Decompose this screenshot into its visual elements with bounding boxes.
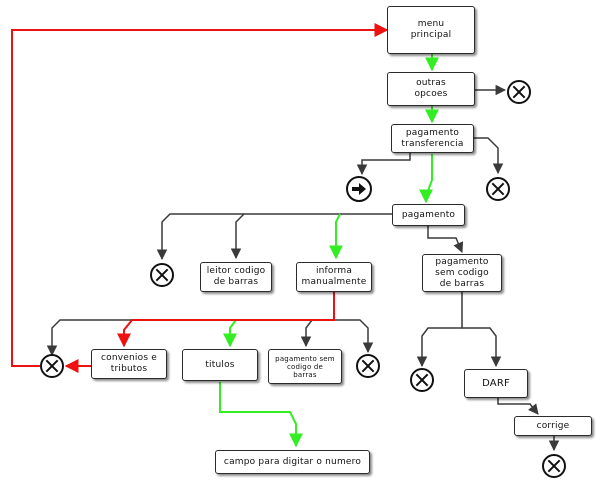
edge-transferencia-to-goto (356, 152, 411, 176)
circle-x-icon (410, 368, 434, 392)
edge-informa-to-convenios (117, 292, 335, 348)
edge-informa-to-exit-left (46, 292, 335, 357)
edge-pagamento-to-sem-codigo (427, 226, 464, 253)
node-corrige[interactable]: corrige (514, 416, 592, 436)
node-pagamento-transferencia[interactable]: pagamento transferencia (391, 124, 474, 153)
edge-pagamento-to-leitor (230, 213, 245, 260)
edge-darf-to-corrige (497, 398, 539, 415)
edge-informa-to-sem-codigo-small (300, 319, 313, 348)
edge-pagamento-to-informa (329, 213, 343, 260)
circle-x-icon (356, 354, 380, 378)
circle-x-icon (40, 354, 64, 378)
node-pagamento[interactable]: pagamento (392, 204, 465, 226)
circle-x-icon (150, 263, 174, 287)
edge-transferencia-to-pagamento (419, 154, 433, 204)
node-campo-para-digitar-o-numero[interactable]: campo para digitar o numero (215, 450, 370, 474)
edge-titulos-to-campo (219, 382, 303, 448)
edge-pagamento-to-exit-left (156, 213, 392, 261)
circle-x-icon (542, 454, 566, 478)
node-menu-principal[interactable]: menu principal (387, 6, 475, 54)
arrow-right-glyph (352, 183, 366, 195)
node-pagamento-sem-codigo-de-barras-small[interactable]: pagamento sem codigo de barras (268, 349, 342, 384)
edge-informa-to-titulos (223, 319, 237, 348)
node-darf[interactable]: DARF (464, 369, 528, 398)
node-informa-manualmente[interactable]: informa manualmente (296, 262, 372, 292)
node-convenios-e-tributos[interactable]: convenios e tributos (91, 349, 167, 379)
circle-x-icon (486, 177, 510, 201)
edge-exit-to-menu (11, 23, 389, 367)
edge-transferencia-to-exit (474, 137, 504, 175)
edge-sem-codigo-to-exit (416, 292, 463, 368)
arrow-right-circle-icon (346, 176, 372, 202)
node-outras-opcoes[interactable]: outras opcoes (387, 72, 475, 106)
circle-x-icon (507, 80, 531, 104)
node-pagamento-sem-codigo-de-barras[interactable]: pagamento sem codigo de barras (422, 254, 502, 292)
edge-informa-to-exit-right (334, 319, 374, 354)
node-titulos[interactable]: titulos (182, 349, 258, 381)
edge-sem-codigo-to-darf (462, 327, 502, 368)
node-leitor-codigo-de-barras[interactable]: leitor codigo de barras (200, 262, 272, 292)
